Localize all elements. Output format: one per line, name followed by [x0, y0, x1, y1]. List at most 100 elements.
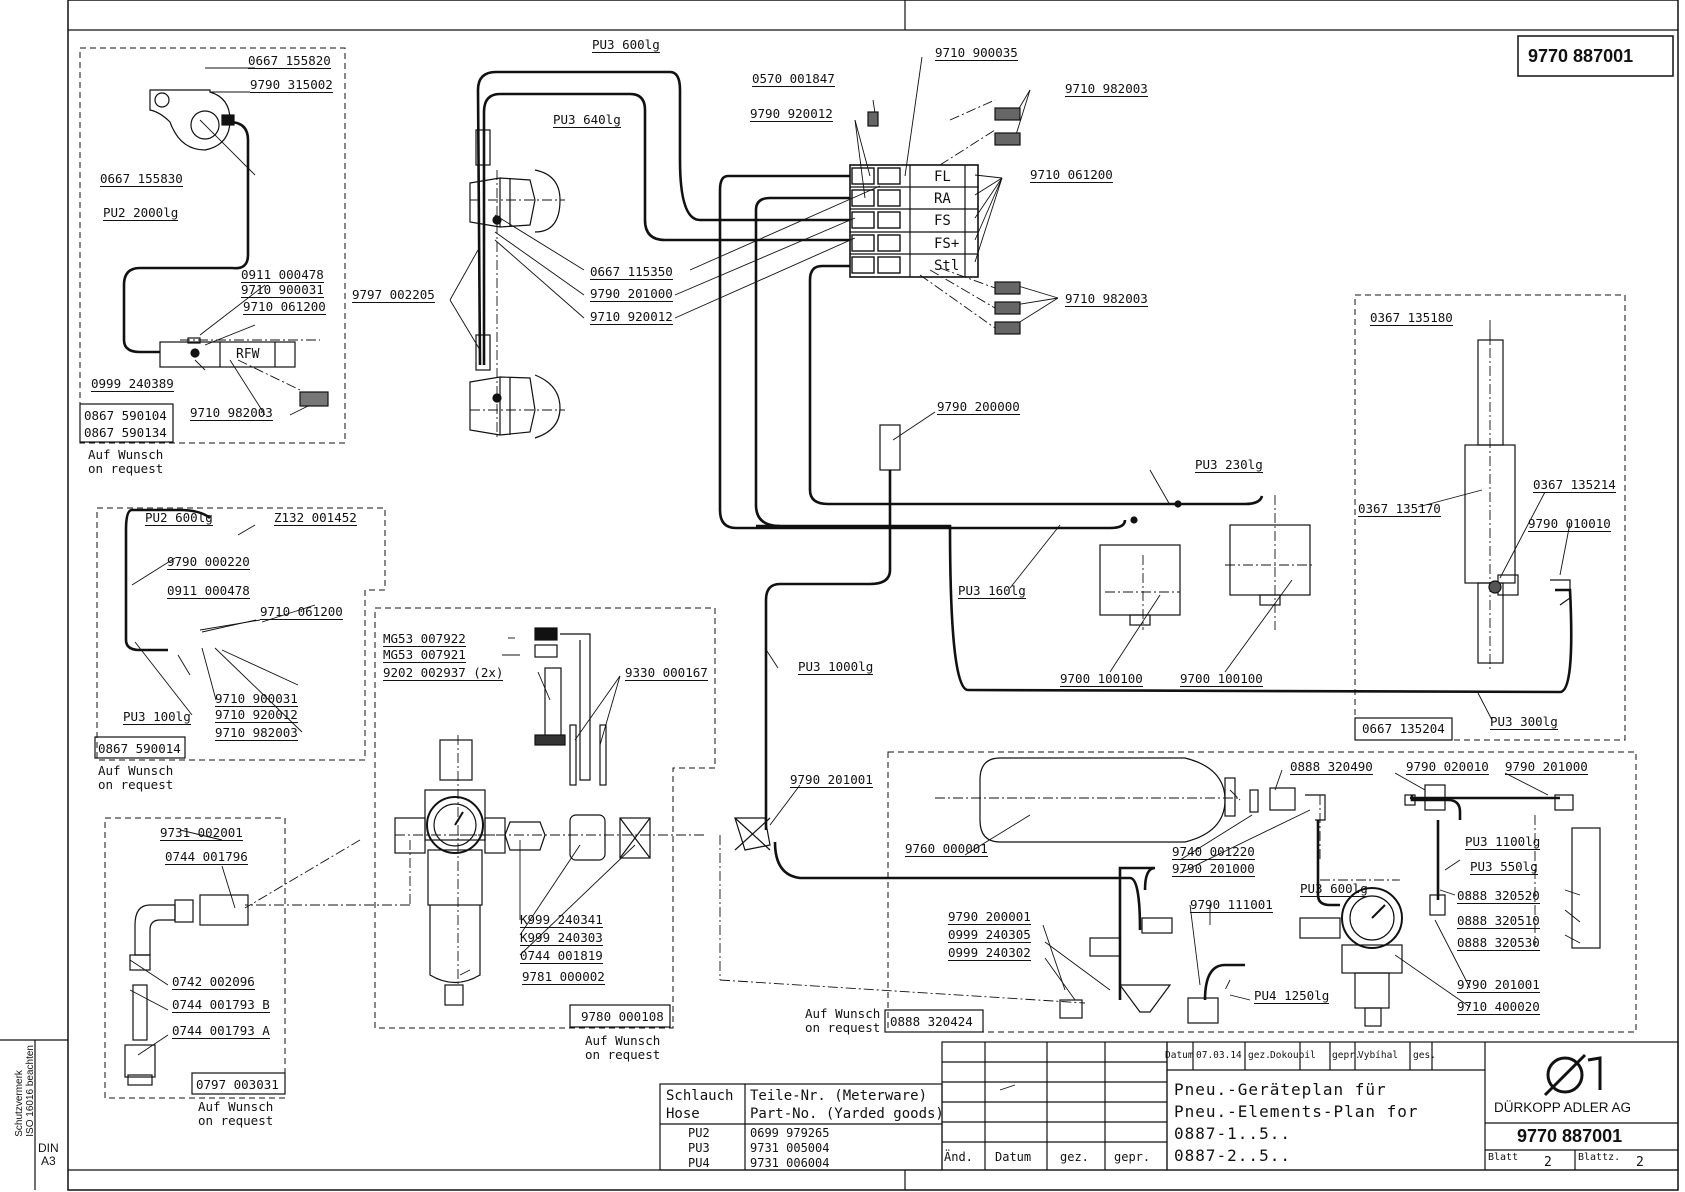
hose-table-cell: PU2	[688, 1126, 710, 1140]
part-label: 0570 001847	[752, 71, 835, 87]
part-label: 9710 982003	[1065, 291, 1148, 307]
part-label: 9710 982003	[1065, 81, 1148, 97]
part-label: 0888 320490	[1290, 759, 1373, 775]
part-label: 9710 982003	[215, 725, 298, 741]
option-note: Auf Wunsch	[88, 447, 164, 462]
sheets-value: 2	[1636, 1155, 1644, 1170]
meta-key: ges.	[1413, 1050, 1436, 1061]
part-label: 0911 000478	[167, 583, 250, 599]
part-label: 0744 001796	[165, 849, 248, 865]
part-label: 9790 111001	[1190, 897, 1273, 913]
part-label: 0667 155830	[100, 171, 183, 187]
sheet-label: Blatt	[1488, 1152, 1519, 1163]
hose-label: PU3 600lg	[592, 37, 660, 53]
part-label: 9710 061200	[1030, 167, 1113, 183]
hose-label: PU3 230lg	[1195, 457, 1263, 473]
part-label: 9790 201001	[1457, 977, 1540, 993]
option-note: on request	[585, 1047, 661, 1062]
part-label: 9790 200000	[937, 399, 1020, 415]
part-label: 0667 155820	[248, 53, 331, 69]
part-label: 9790 200001	[948, 909, 1031, 925]
hose-table-cell: PU3	[688, 1141, 710, 1155]
hose-label: PU4 1250lg	[1254, 988, 1330, 1004]
hose-table-header: Part-No. (Yarded goods)	[750, 1106, 944, 1122]
part-label: 0667 115350	[590, 264, 673, 280]
hose-table-header: Hose	[666, 1106, 700, 1122]
part-label: 9710 900035	[935, 45, 1018, 61]
part-label: 9731 002001	[160, 825, 243, 841]
part-label: 9797 002205	[352, 287, 435, 303]
part-label: 9700 100100	[1180, 671, 1263, 687]
part-label: 9710 400020	[1457, 999, 1540, 1015]
part-label: 9760 000001	[905, 841, 988, 857]
hose-label: PU3 160lg	[958, 583, 1026, 599]
part-label: 9790 201000	[1505, 759, 1588, 775]
part-label: 9710 061200	[243, 299, 326, 315]
option-note: on request	[88, 461, 164, 476]
drawing-title: 0887-2..5..	[1174, 1146, 1291, 1165]
format-line: DIN	[38, 1141, 59, 1155]
revision-header: gepr.	[1114, 1150, 1151, 1164]
part-label: 9790 000220	[167, 554, 250, 570]
hose-label: PU3 100lg	[123, 709, 191, 725]
hose-table-header: Schlauch	[666, 1088, 734, 1104]
protection-note: Schutzvermerk ISO 16016 beachten	[14, 1045, 36, 1137]
part-label: 9790 315002	[250, 77, 333, 93]
part-label: 9740 001220	[1172, 844, 1255, 860]
part-label: 9790 201001	[790, 772, 873, 788]
part-label: 9202 002937 (2x)	[383, 665, 504, 681]
hose-label: PU3 300lg	[1490, 714, 1558, 730]
revision-header: Datum	[995, 1150, 1032, 1164]
part-label: 0999 240389	[91, 376, 174, 392]
valve-label-rfw: RFW	[236, 347, 260, 362]
part-label: MG53 007921	[383, 647, 466, 663]
option-code: 0797 003031	[196, 1077, 279, 1092]
part-label: 9700 100100	[1060, 671, 1143, 687]
part-label: 0742 002096	[172, 974, 255, 990]
part-label: 0367 135180	[1370, 310, 1453, 326]
option-code: 0888 320424	[890, 1014, 973, 1029]
hose-label: PU2 2000lg	[103, 205, 179, 221]
part-label: 0888 320510	[1457, 913, 1540, 929]
revision-header: gez.	[1060, 1150, 1089, 1164]
part-label: Z132 001452	[274, 510, 357, 526]
drawing-title: Pneu.-Geräteplan für	[1174, 1080, 1387, 1099]
valve-label-fs-plus: FS+	[934, 236, 960, 252]
part-label: K999 240341	[520, 912, 603, 928]
option-code: 0867 590134	[84, 425, 167, 440]
part-label: 9710 900031	[215, 691, 298, 707]
drawing-number: 9770 887001	[1517, 1126, 1623, 1146]
part-label: 9781 000002	[522, 969, 605, 985]
part-label: 0367 135170	[1358, 501, 1441, 517]
hose-table-cell: 9731 005004	[750, 1141, 830, 1155]
meta-key: Datum	[1165, 1050, 1194, 1061]
part-label: 9790 020010	[1406, 759, 1489, 775]
company-logo	[1543, 1053, 1602, 1097]
meta-key: gepr.	[1332, 1050, 1361, 1061]
part-label: 9790 201000	[590, 286, 673, 302]
valve-label-stl: Stl	[934, 258, 960, 274]
option-note: on request	[805, 1020, 881, 1035]
meta-key: gez.	[1248, 1050, 1271, 1061]
part-label: 0744 001793 A	[172, 1023, 270, 1039]
meta-value: 07.03.14	[1196, 1050, 1242, 1061]
part-label: 0744 001793 B	[172, 997, 270, 1013]
hose-table-cell: PU4	[688, 1156, 710, 1170]
option-code: 0867 590014	[98, 741, 181, 756]
hose-label: PU3 640lg	[553, 112, 621, 128]
valve-label-ra: RA	[934, 191, 951, 207]
part-label: 9790 201000	[1172, 861, 1255, 877]
option-note: Auf Wunsch	[585, 1033, 661, 1048]
option-code: 0667 135204	[1362, 721, 1445, 736]
option-note: Auf Wunsch	[805, 1006, 881, 1021]
option-code: 0867 590104	[84, 408, 167, 423]
option-note: Auf Wunsch	[98, 763, 174, 778]
sheet-value: 2	[1544, 1155, 1552, 1170]
option-note: on request	[98, 777, 174, 792]
option-note: Auf Wunsch	[198, 1099, 274, 1114]
part-label: MG53 007922	[383, 631, 466, 647]
part-label: 9710 920012	[590, 309, 673, 325]
part-label: 9790 920012	[750, 106, 833, 122]
